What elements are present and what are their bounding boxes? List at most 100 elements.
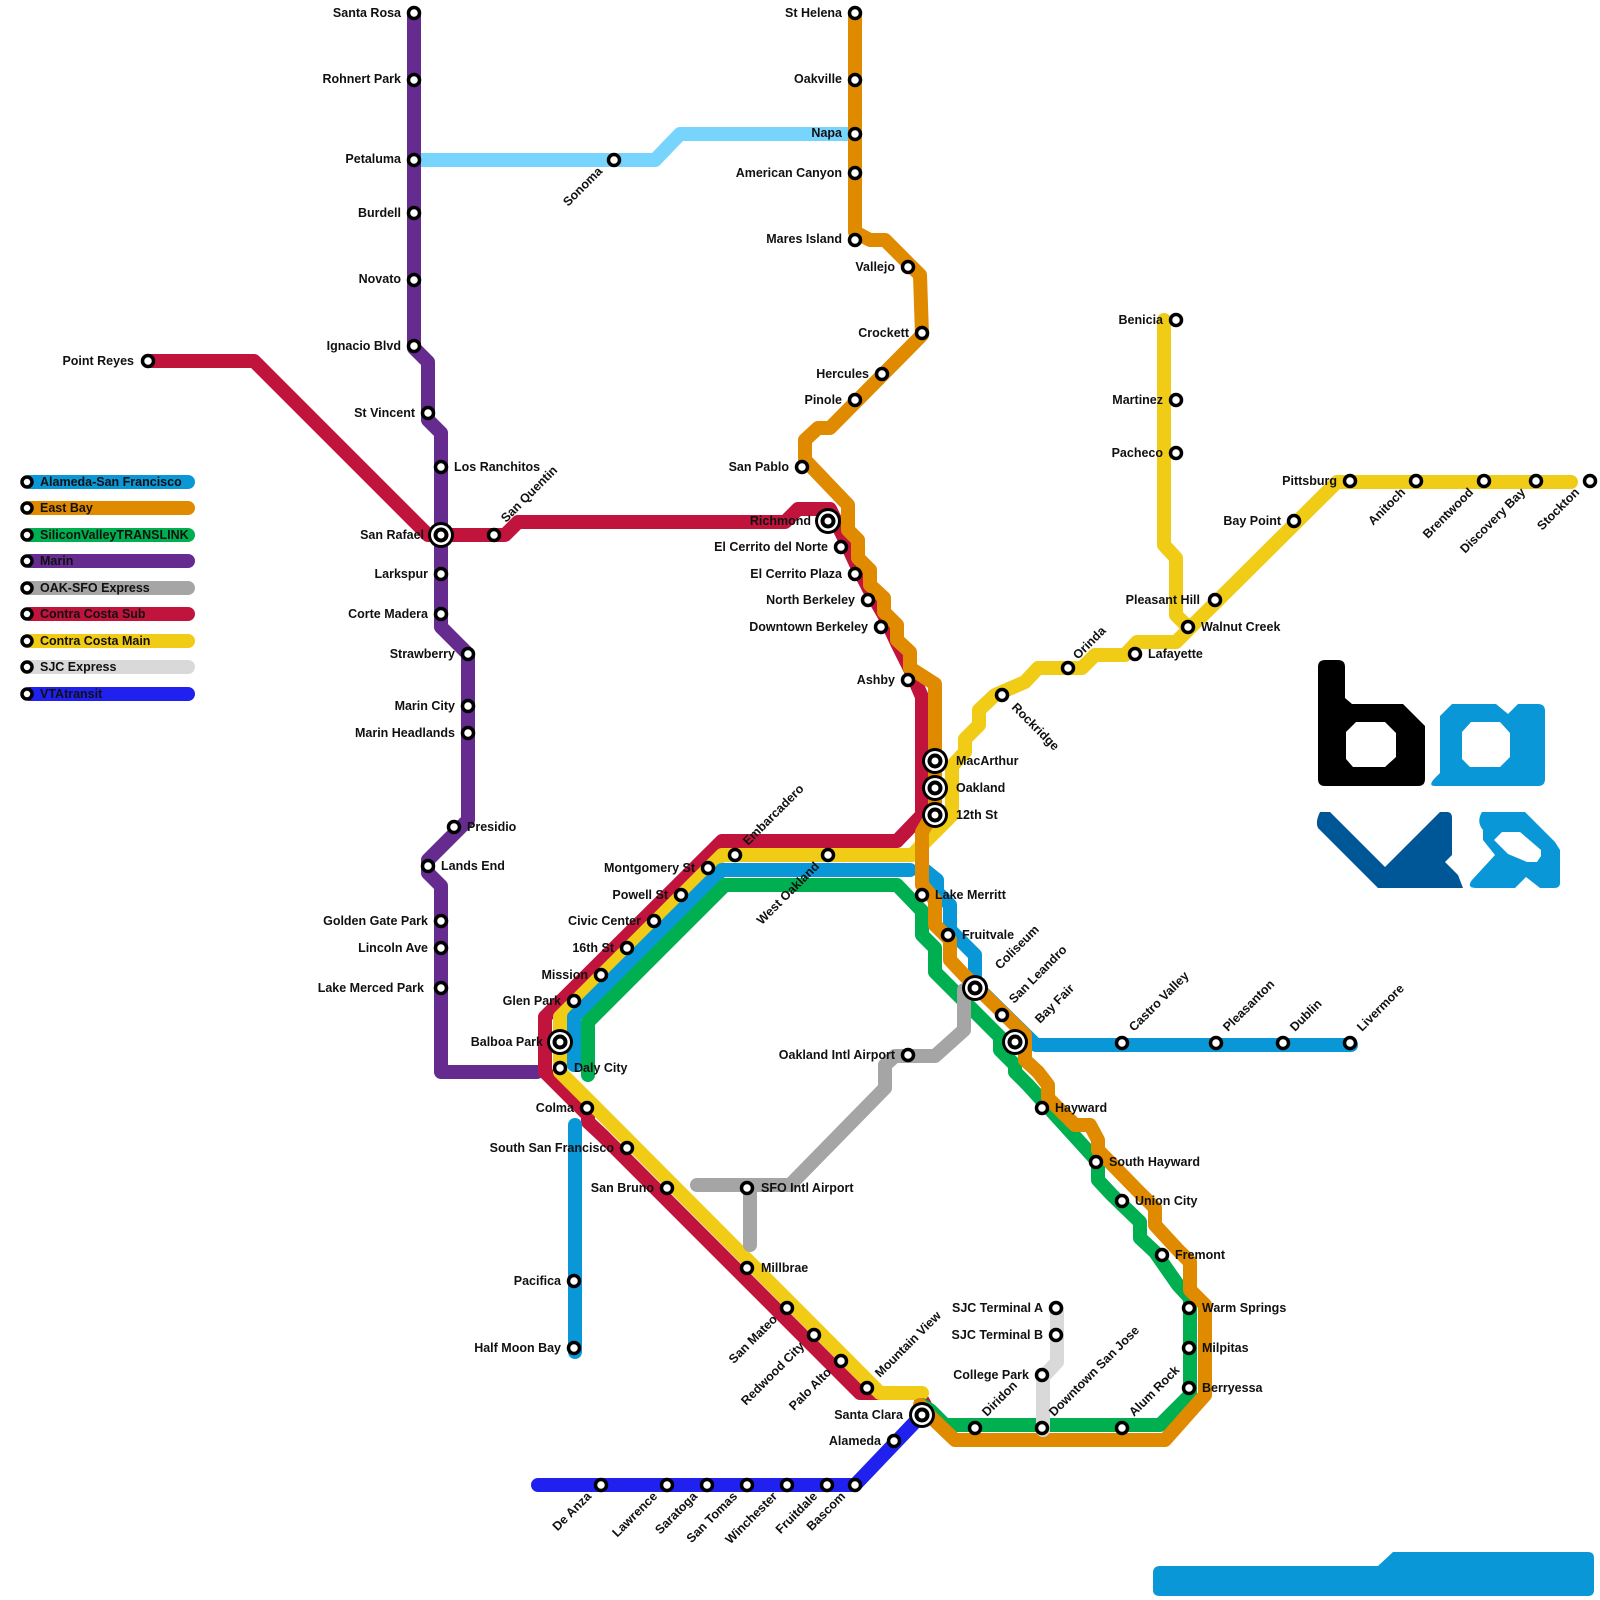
station-vallejo[interactable]: Vallejo [855, 259, 916, 275]
station-golden-gate-park[interactable]: Golden Gate Park [323, 913, 449, 929]
station-colma[interactable]: Colma [536, 1100, 595, 1116]
station-palo-alto[interactable]: Palo Alto [786, 1353, 849, 1414]
station-sfo-intl-airport[interactable]: SFO Intl Airport [739, 1180, 855, 1196]
station-berryessa[interactable]: Berryessa [1181, 1380, 1264, 1396]
station-daly-city[interactable]: Daly City [552, 1060, 628, 1076]
station-millbrae[interactable]: Millbrae [739, 1260, 809, 1276]
station-santa-rosa[interactable]: Santa Rosa [333, 5, 422, 21]
station-sjc-terminal-a[interactable]: SJC Terminal A [952, 1300, 1064, 1316]
transfer-santa-clara[interactable]: Santa Clara [834, 1402, 935, 1428]
station-petaluma[interactable]: Petaluma [345, 152, 422, 168]
station-sjc-terminal-b[interactable]: SJC Terminal B [952, 1327, 1064, 1343]
station-glen-park[interactable]: Glen Park [503, 993, 582, 1009]
station-label: Rohnert Park [323, 72, 402, 86]
station-rockridge[interactable]: Rockridge [994, 687, 1063, 754]
station-south-san-francisco[interactable]: South San Francisco [490, 1140, 635, 1156]
station-st-helena[interactable]: St Helena [785, 5, 863, 21]
station-milpitas[interactable]: Milpitas [1181, 1340, 1249, 1356]
legend-item-marin[interactable]: Marin [20, 554, 195, 568]
station-label: Mission [541, 968, 588, 982]
legend-item-east-bay[interactable]: East Bay [20, 501, 195, 515]
station-south-hayward[interactable]: South Hayward [1088, 1154, 1201, 1170]
logo-letter-q [1469, 812, 1560, 888]
station-napa[interactable]: Napa [811, 126, 863, 142]
transfer-balboa-park[interactable]: Balboa Park [471, 1029, 573, 1055]
legend-item-sjc[interactable]: SJC Express [20, 660, 195, 674]
station-benicia[interactable]: Benicia [1119, 312, 1184, 328]
station-burdell[interactable]: Burdell [358, 205, 422, 221]
station-civic-center[interactable]: Civic Center [568, 913, 662, 929]
station-fruitvale[interactable]: Fruitvale [940, 927, 1015, 943]
station-lafayette[interactable]: Lafayette [1127, 646, 1203, 662]
station-san-pablo[interactable]: San Pablo [729, 459, 810, 475]
station-strawberry[interactable]: Strawberry [390, 646, 476, 662]
station-lake-merritt[interactable]: Lake Merritt [914, 887, 1007, 903]
station-16th-st[interactable]: 16th St [572, 940, 635, 956]
station-bay-point[interactable]: Bay Point [1223, 513, 1302, 529]
station-pleasanton[interactable]: Pleasanton [1208, 977, 1278, 1051]
station-crockett[interactable]: Crockett [858, 325, 930, 341]
station-lands-end[interactable]: Lands End [420, 858, 505, 874]
station-el-cerrito-plaza[interactable]: El Cerrito Plaza [750, 566, 863, 582]
station-pacheco[interactable]: Pacheco [1112, 445, 1184, 461]
legend-item-vta[interactable]: VTAtransit [20, 687, 195, 701]
station-lincoln-ave[interactable]: Lincoln Ave [358, 940, 449, 956]
station-ignacio-blvd[interactable]: Ignacio Blvd [327, 338, 422, 354]
station-half-moon-bay[interactable]: Half Moon Bay [474, 1340, 582, 1356]
station-pittsburg[interactable]: Pittsburg [1282, 473, 1358, 489]
transfer-san-rafael[interactable]: San Rafael [360, 522, 454, 548]
transfer-richmond[interactable]: Richmond [750, 508, 841, 534]
station-st-vincent[interactable]: St Vincent [354, 405, 436, 421]
station-montgomery-st[interactable]: Montgomery St [604, 860, 716, 876]
transfer-macarthur[interactable]: MacArthur [922, 748, 1019, 774]
station-corte-madera[interactable]: Corte Madera [348, 606, 449, 622]
station-novato[interactable]: Novato [359, 272, 422, 288]
station-marin-city[interactable]: Marin City [395, 698, 476, 714]
station-mission[interactable]: Mission [541, 967, 609, 983]
station-ashby[interactable]: Ashby [857, 672, 916, 688]
station-pleasant-hill[interactable]: Pleasant Hill [1126, 592, 1223, 608]
station-powell-st[interactable]: Powell St [612, 887, 689, 903]
station-marin-headlands[interactable]: Marin Headlands [355, 725, 476, 741]
station-hercules[interactable]: Hercules [816, 366, 890, 382]
station-alameda[interactable]: Alameda [829, 1433, 902, 1449]
transfer-bay-fair[interactable] [1002, 1029, 1028, 1055]
legend-item-cc-main[interactable]: Contra Costa Main [20, 634, 195, 648]
station-fremont[interactable]: Fremont [1154, 1247, 1226, 1263]
station-american-canyon[interactable]: American Canyon [736, 165, 863, 181]
legend-item-oak-sfo[interactable]: OAK-SFO Express [20, 581, 195, 595]
station-walnut-creek[interactable]: Walnut Creek [1180, 619, 1281, 635]
station-union-city[interactable]: Union City [1114, 1193, 1198, 1209]
station-larkspur[interactable]: Larkspur [375, 566, 449, 582]
station-pinole[interactable]: Pinole [804, 392, 863, 408]
station-label: Fremont [1175, 1248, 1226, 1262]
transfer-coliseum[interactable] [962, 975, 988, 1001]
station-downtown-berkeley[interactable]: Downtown Berkeley [749, 619, 889, 635]
station-college-park[interactable]: College Park [953, 1367, 1050, 1383]
station-point-reyes[interactable]: Point Reyes [62, 353, 156, 369]
station-label: Montgomery St [604, 861, 696, 875]
legend-item-siliconvalley[interactable]: SiliconValleyTRANSLINK [20, 528, 195, 542]
station-el-cerrito-del-norte[interactable]: El Cerrito del Norte [714, 539, 849, 555]
transfer-oakland[interactable]: Oakland [922, 775, 1005, 801]
station-warm-springs[interactable]: Warm Springs [1181, 1300, 1287, 1316]
station-north-berkeley[interactable]: North Berkeley [766, 592, 876, 608]
station-lake-merced-park[interactable]: Lake Merced Park [318, 980, 449, 996]
station-mares-island[interactable]: Mares Island [766, 232, 863, 248]
station-pacifica[interactable]: Pacifica [514, 1273, 582, 1289]
station-martinez[interactable]: Martinez [1112, 392, 1184, 408]
station-livermore[interactable]: Livermore [1342, 981, 1407, 1051]
transfer-12th-st[interactable]: 12th St [922, 802, 999, 828]
station-rohnert-park[interactable]: Rohnert Park [323, 72, 422, 88]
station-oakland-intl-airport[interactable]: Oakland Intl Airport [779, 1047, 916, 1063]
station-oakville[interactable]: Oakville [794, 72, 863, 88]
station-san-bruno[interactable]: San Bruno [591, 1180, 675, 1196]
legend-item-alameda-sf[interactable]: Alameda-San Francisco [20, 475, 195, 489]
legend-item-cc-sub[interactable]: Contra Costa Sub [20, 607, 195, 621]
station-castro-valley[interactable]: Castro Valley [1114, 969, 1192, 1051]
station-icon [967, 1420, 983, 1436]
station-hayward[interactable]: Hayward [1034, 1100, 1108, 1116]
station-los-ranchitos[interactable]: Los Ranchitos [433, 459, 541, 475]
station-presidio[interactable]: Presidio [446, 819, 517, 835]
station-icon [433, 980, 449, 996]
